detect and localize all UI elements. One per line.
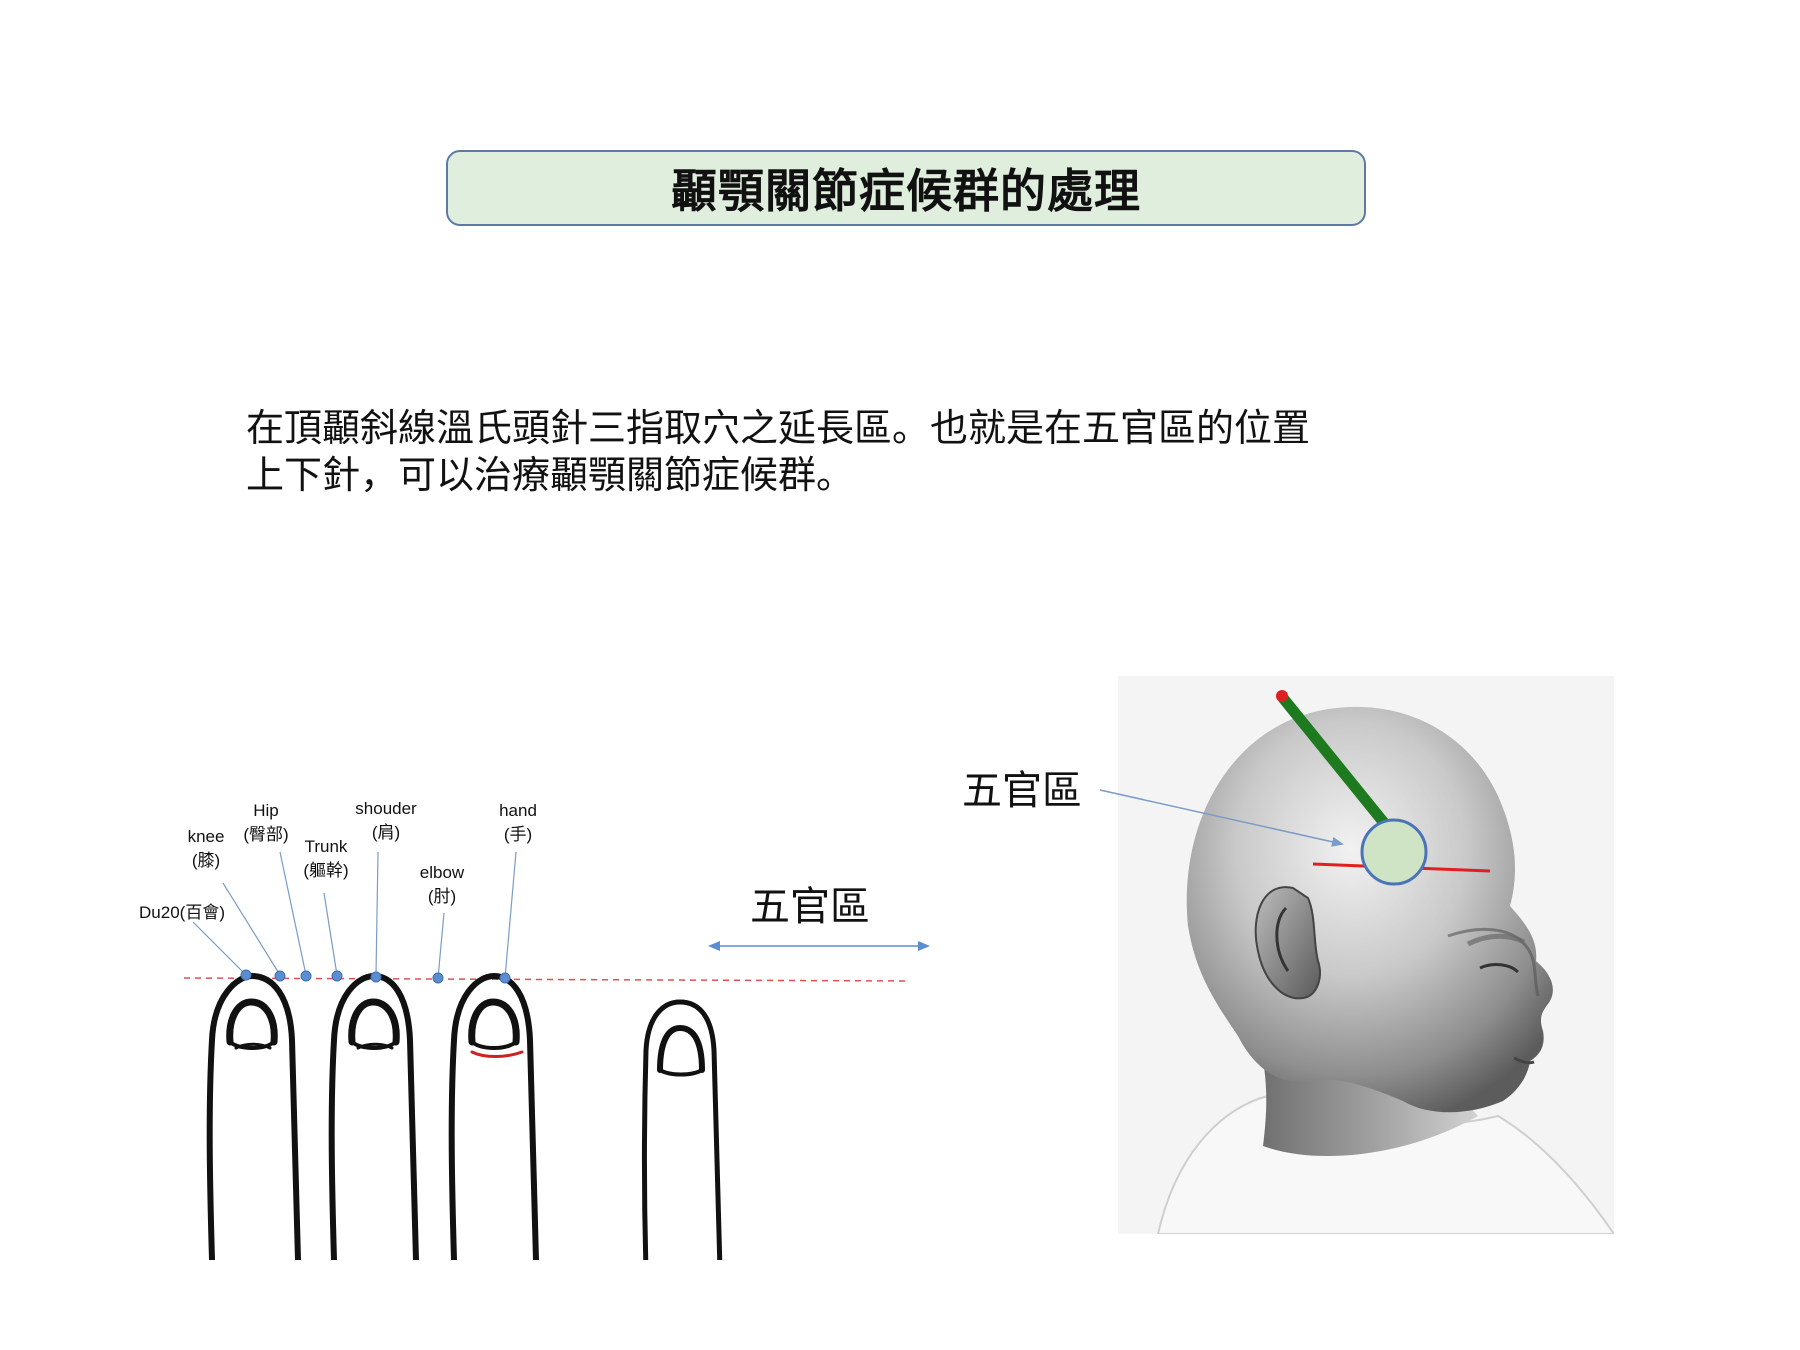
finger-2 <box>328 972 419 1260</box>
label-knee-en: knee <box>188 827 225 846</box>
red-vertex-dot <box>1276 690 1288 702</box>
acupoint-dots <box>240 969 511 984</box>
label-hand-en: hand <box>499 801 537 820</box>
baseline-dashed-line <box>183 977 911 982</box>
finger-1 <box>206 972 301 1260</box>
face-shadow <box>1447 927 1540 997</box>
label-knee-zh: (膝) <box>192 851 220 870</box>
label-hip-zh: (臀部) <box>243 825 288 844</box>
label-trunk-en: Trunk <box>305 837 348 856</box>
extension-label: 五官區 <box>750 884 870 930</box>
green-oblique-line <box>1277 692 1391 830</box>
dot-elbow <box>432 972 444 984</box>
head-illustration <box>1118 676 1614 1234</box>
description-line-1: 在頂顳斜線溫氏頭針三指取穴之延長區。也就是在五官區的位置 <box>246 406 1311 450</box>
finger-3 <box>448 972 539 1260</box>
title-box: 顳顎關節症候群的處理 <box>446 150 1366 226</box>
label-du20: Du20(百會) <box>139 903 225 922</box>
dot-hip <box>300 970 312 982</box>
finger-measurement-diagram: Du20(百會) knee (膝) Hip (臀部) Trunk (軀幹) sh… <box>139 799 930 1260</box>
label-trunk-zh: (軀幹) <box>303 860 348 880</box>
brow-shape <box>1466 933 1526 947</box>
label-shoulder-en: shouder <box>355 799 417 818</box>
label-elbow-zh: (肘) <box>428 887 456 906</box>
leader-lines <box>192 851 517 979</box>
dot-du20 <box>240 969 252 981</box>
page-title: 顳顎關節症候群的處理 <box>671 164 1141 218</box>
sensory-zone-circle <box>1360 818 1428 886</box>
dot-trunk <box>331 970 343 982</box>
ear-shape <box>1254 886 1321 1000</box>
description-line-2: 上下針，可以治療顳顎關節症候群。 <box>246 453 855 497</box>
label-shoulder-zh: (肩) <box>372 823 400 842</box>
mouth-shape <box>1513 1056 1535 1065</box>
dot-hand <box>499 972 511 984</box>
finger-4 <box>642 999 723 1260</box>
label-hip-en: Hip <box>253 801 279 820</box>
label-hand-zh: (手) <box>504 825 532 844</box>
eye-shape <box>1479 963 1520 974</box>
dot-shoulder <box>370 971 382 983</box>
description-text: 在頂顳斜線溫氏頭針三指取穴之延長區。也就是在五官區的位置 上下針，可以治療顳顎關… <box>246 405 1396 499</box>
label-elbow-en: elbow <box>420 863 465 882</box>
head-zone-label: 五官區 <box>962 768 1082 814</box>
dot-knee <box>274 970 286 982</box>
ear-inner <box>1275 906 1290 972</box>
